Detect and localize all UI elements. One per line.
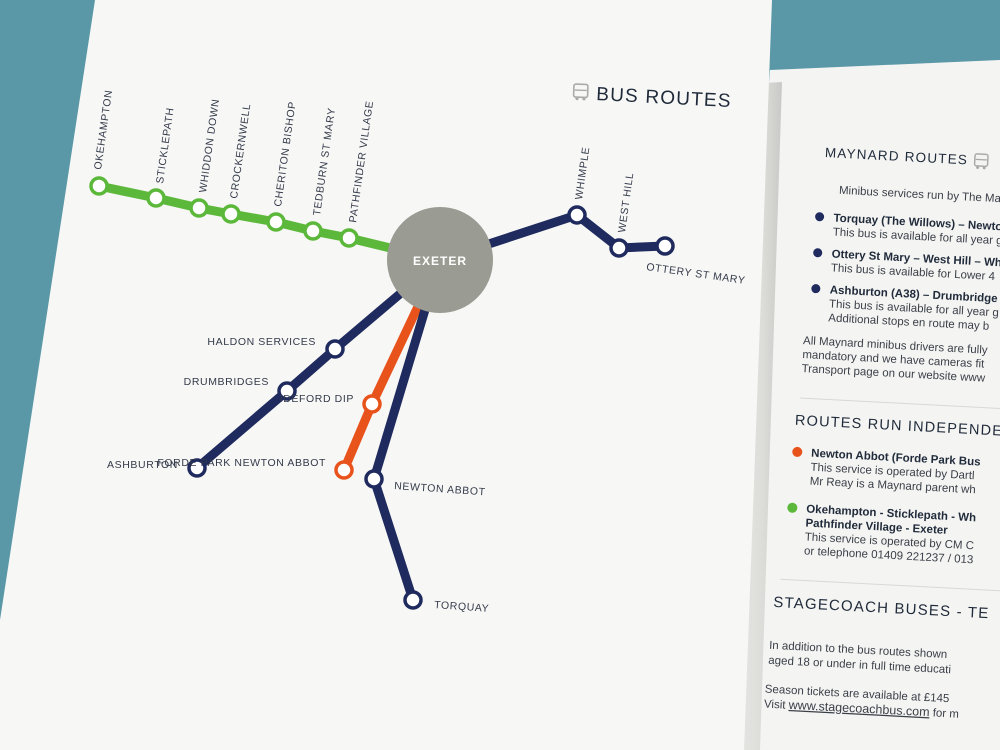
stop-label: HALDON SERVICES xyxy=(207,336,316,348)
stop-forde-park: FORDE PARK NEWTON ABBOT xyxy=(157,457,354,480)
stop-label: DRUMBRIDGES xyxy=(184,376,269,388)
visit-suffix: for m xyxy=(929,707,959,721)
stop-ideford-dip: IDEFORD DIP xyxy=(280,393,382,414)
stop-label: TORQUAY xyxy=(434,599,490,615)
section-divider xyxy=(780,578,1000,594)
stop-label: ASHBURTON xyxy=(107,459,178,471)
east-route-line xyxy=(435,210,670,265)
section-divider xyxy=(800,397,1000,412)
stop-label: FORDE PARK NEWTON ABBOT xyxy=(157,457,326,469)
west-stops: HALDON SERVICES DRUMBRIDGES ASHBURTON xyxy=(107,336,345,478)
bus-icon xyxy=(572,83,589,101)
maynard-heading: MAYNARD ROUTES xyxy=(825,145,969,167)
hub-label: EXETER xyxy=(413,254,467,268)
stop-haldon-services: HALDON SERVICES xyxy=(207,336,345,359)
stop-drumbridges: DRUMBRIDGES xyxy=(184,376,297,401)
stop-torquay: TORQUAY xyxy=(403,590,490,615)
right-page xyxy=(712,60,1000,750)
bus-icon xyxy=(973,153,989,170)
stop-ashburton: ASHBURTON xyxy=(107,458,207,478)
stop-label: IDEFORD DIP xyxy=(280,393,354,405)
exeter-hub: EXETER xyxy=(387,207,493,313)
visit-prefix: Visit xyxy=(764,699,789,712)
south-stops: NEWTON ABBOT TORQUAY xyxy=(364,469,490,615)
west-route-line xyxy=(192,255,445,473)
orange-stops: IDEFORD DIP FORDE PARK NEWTON ABBOT xyxy=(157,393,382,480)
